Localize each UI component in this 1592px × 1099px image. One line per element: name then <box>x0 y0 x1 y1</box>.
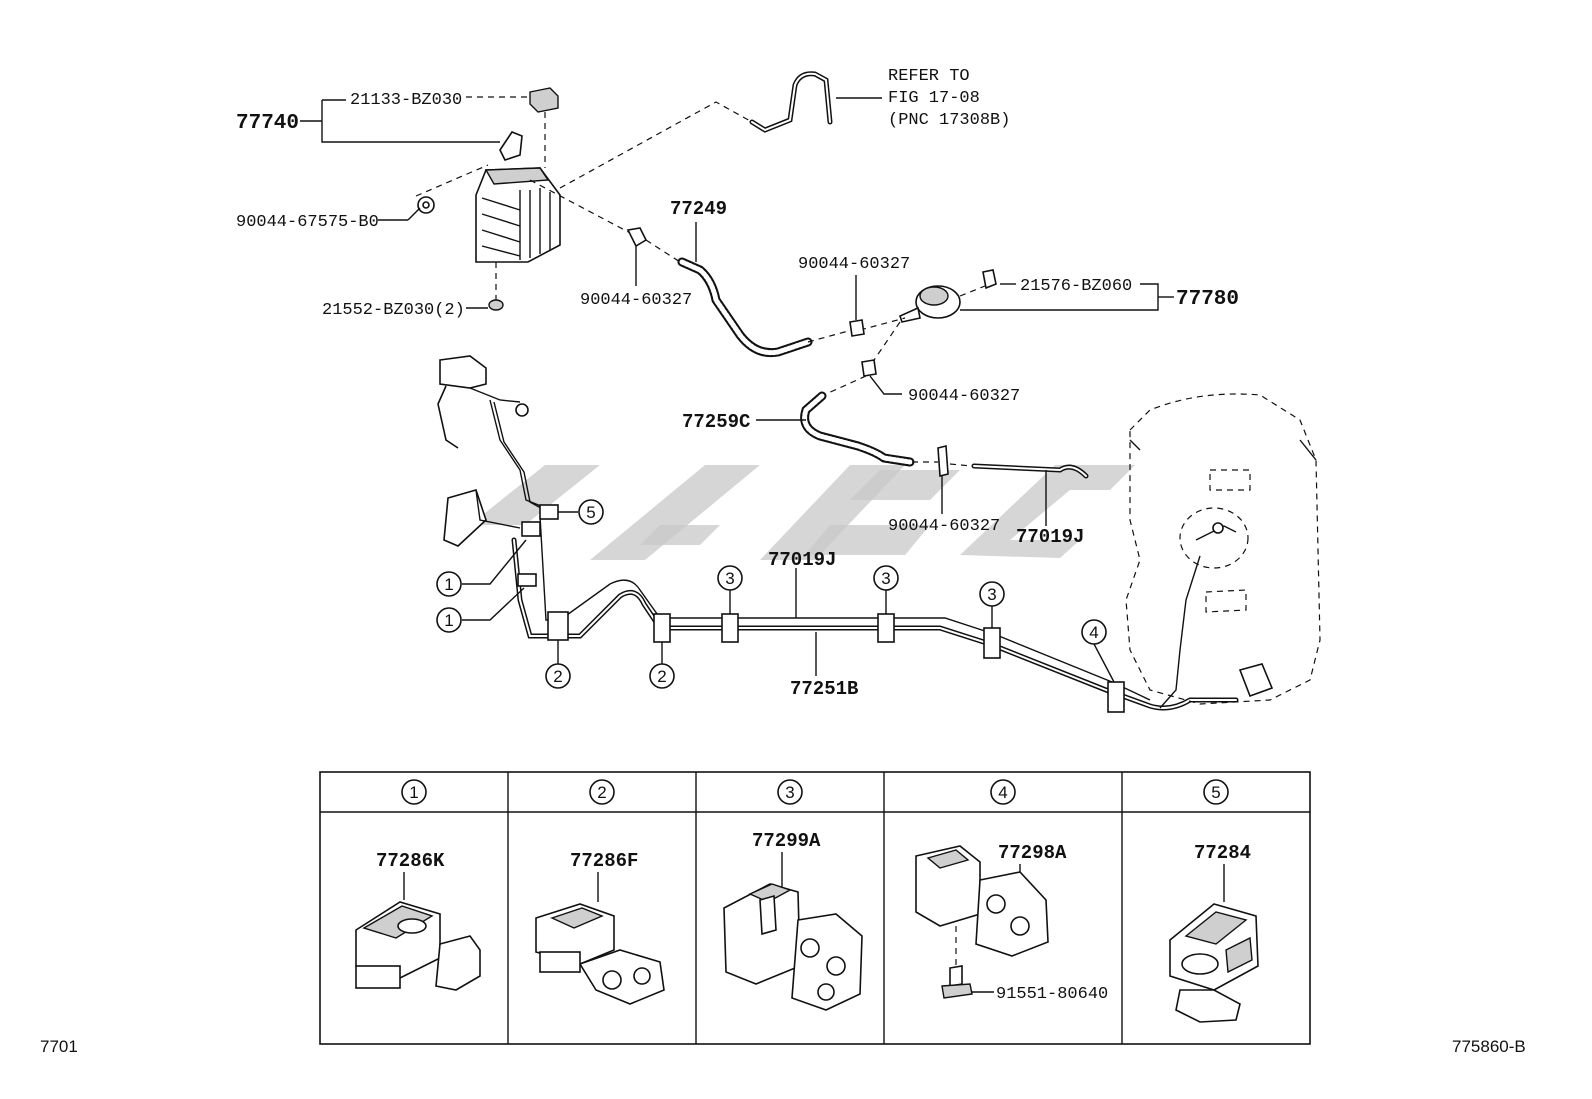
fuel-tank <box>1125 393 1321 709</box>
label-valve-clip: 21576-BZ060 <box>1020 277 1132 296</box>
label-clamp-a: 90044-60327 <box>580 291 692 310</box>
svg-text:1: 1 <box>444 575 453 594</box>
svg-text:4: 4 <box>998 783 1007 802</box>
vsv-valve <box>899 285 961 323</box>
svg-text:3: 3 <box>881 569 890 588</box>
callout-2b: 2 <box>649 663 675 689</box>
svg-text:1: 1 <box>409 783 418 802</box>
callout-3b: 3 <box>873 565 899 591</box>
left-bracket <box>437 355 529 449</box>
svg-text:3: 3 <box>725 569 734 588</box>
tube-77251b-main <box>511 537 1239 711</box>
table-header-5: 5 <box>1203 779 1229 805</box>
svg-text:2: 2 <box>657 667 666 686</box>
svg-text:5: 5 <box>586 503 595 522</box>
callout-1a: 1 <box>436 571 462 597</box>
refer-note-line3: (PNC 17308B) <box>888 111 1010 130</box>
table-header-4: 4 <box>990 779 1016 805</box>
svg-text:1: 1 <box>444 611 453 630</box>
label-clamp-d: 90044-60327 <box>888 517 1000 536</box>
clamp-b <box>849 319 865 337</box>
clip-77284-drawing <box>1169 903 1259 1023</box>
tube-77019j-short <box>971 463 1089 479</box>
label-canister-clip: 90044-67575-B0 <box>236 213 379 232</box>
clip-77298a-drawing <box>915 845 1049 957</box>
tube-77019j-long <box>539 515 1151 701</box>
clip-77286k-drawing <box>355 901 481 991</box>
label-clamp-b: 90044-60327 <box>798 255 910 274</box>
label-tube-77251b: 77251B <box>790 678 858 700</box>
label-tube-77019j-long: 77019J <box>768 549 836 571</box>
hose-77259c <box>800 391 915 467</box>
callout-4: 4 <box>1081 619 1107 645</box>
label-valve-assy: 77780 <box>1176 288 1239 311</box>
clamp-c <box>861 359 877 377</box>
label-canister-nut: 21552-BZ030(2) <box>322 301 465 320</box>
refer-tube <box>749 71 833 133</box>
refer-note-line1: REFER TO <box>888 67 970 86</box>
refer-note-line2: FIG 17-08 <box>888 89 980 108</box>
left-flange <box>443 489 487 547</box>
svg-text:4: 4 <box>1089 623 1098 642</box>
part-91551-label: 91551-80640 <box>996 985 1108 1004</box>
part-77298a-label: 77298A <box>998 842 1067 864</box>
svg-text:2: 2 <box>597 783 606 802</box>
svg-text:3: 3 <box>785 783 794 802</box>
valve-clip <box>982 269 997 290</box>
svg-text:2: 2 <box>553 667 562 686</box>
callout-2a: 2 <box>545 663 571 689</box>
clamp-d <box>937 444 949 478</box>
label-hose-77249: 77249 <box>670 198 727 220</box>
label-canister-assy: 77740 <box>236 112 299 135</box>
part-77286k-label: 77286K <box>376 850 445 872</box>
label-tube-77019j-short: 77019J <box>1016 526 1084 548</box>
tube-clips <box>517 504 1125 713</box>
page-code-left: 7701 <box>40 1037 78 1056</box>
detail-table: 1 2 3 4 5 77286K 77286F <box>319 771 1311 1045</box>
part-77286f-label: 77286F <box>570 850 638 872</box>
watermark-logo <box>470 465 1135 560</box>
callout-3a: 3 <box>717 565 743 591</box>
label-hose-77259c: 77259C <box>682 411 750 433</box>
clamp-a <box>626 227 648 248</box>
label-clamp-c: 90044-60327 <box>908 387 1020 406</box>
canister-clip <box>417 196 435 214</box>
canister-cap <box>529 87 559 113</box>
svg-text:5: 5 <box>1211 783 1220 802</box>
bolt-91551-drawing <box>941 965 973 999</box>
callout-3c: 3 <box>979 581 1005 607</box>
svg-text:3: 3 <box>987 585 996 604</box>
page-code-right: 775860-B <box>1452 1037 1526 1056</box>
hose-77249 <box>677 257 813 358</box>
callout-1b: 1 <box>436 607 462 633</box>
clip-77286f-drawing <box>535 903 665 1005</box>
table-header-3: 3 <box>777 779 803 805</box>
table-header-1: 1 <box>401 779 427 805</box>
canister-assembly <box>475 131 561 263</box>
clip-77299a-drawing <box>723 883 863 1011</box>
callout-5: 5 <box>578 499 604 525</box>
part-77299a-label: 77299A <box>752 830 821 852</box>
part-77284-label: 77284 <box>1194 842 1251 864</box>
table-header-2: 2 <box>589 779 615 805</box>
canister-nut <box>488 299 504 311</box>
label-canister-cap: 21133-BZ030 <box>350 91 462 110</box>
